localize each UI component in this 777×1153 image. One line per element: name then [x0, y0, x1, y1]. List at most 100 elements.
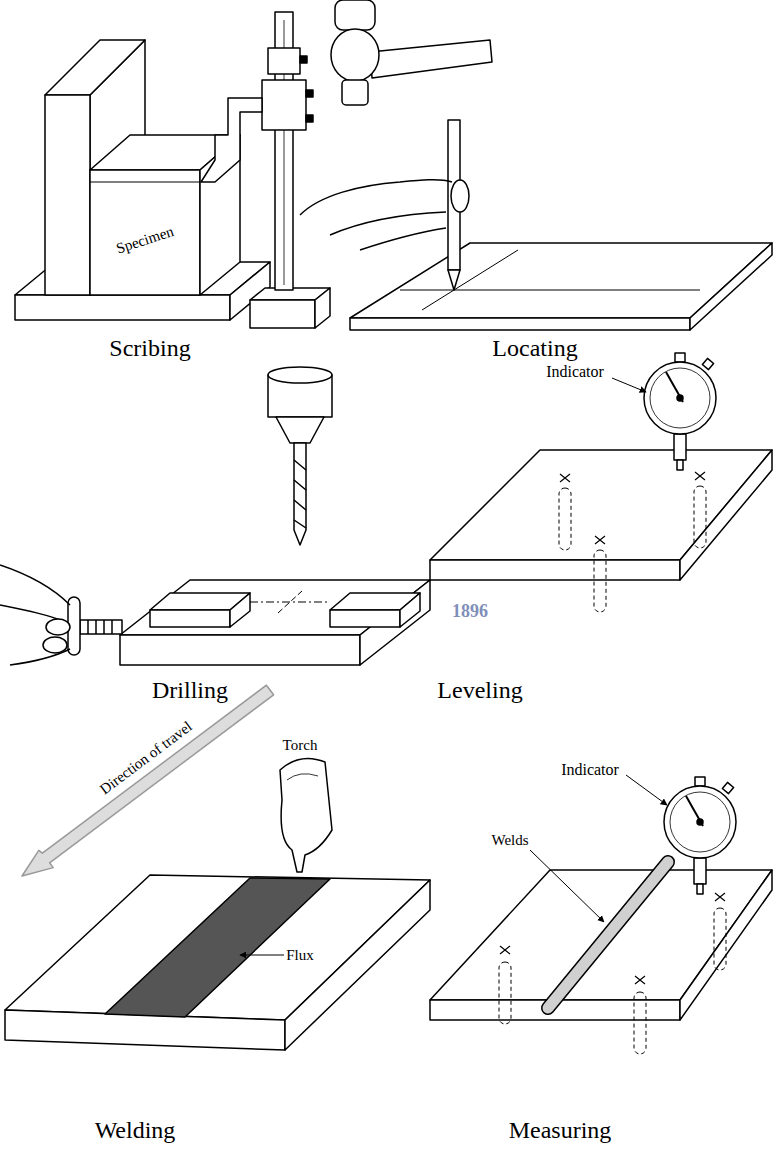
leveling-setup: [430, 560, 680, 580]
part-name: Welds: [490, 832, 529, 849]
drilling-setup: [294, 443, 306, 545]
locating-setup: [448, 270, 460, 290]
leveling-setup: [612, 378, 646, 392]
measuring-setup: [626, 775, 667, 805]
scribing-setup: [45, 40, 145, 95]
locating-setup: [690, 243, 772, 330]
panel-title: Leveling: [436, 677, 523, 703]
drilling-setup: [230, 593, 250, 627]
locating-setup: [300, 0, 772, 330]
drilling-setup: [111, 620, 113, 634]
drilling-setup: [294, 480, 306, 490]
panel-title: Scribing: [108, 335, 191, 361]
measuring-setup: [635, 976, 645, 984]
leveling-setup: [666, 372, 683, 402]
welding-setup: [285, 880, 430, 1050]
measuring-setup: [548, 862, 668, 1008]
drilling-setup: [0, 565, 70, 605]
drilling-setup: [120, 580, 430, 635]
scribing-setup: [15, 12, 330, 328]
locating-setup: [300, 180, 452, 215]
drilling-setup: [400, 593, 420, 627]
drilling-setup: [150, 610, 230, 627]
scribing-setup: [315, 288, 330, 328]
measuring-setup: [499, 962, 511, 1024]
measuring-setup: [530, 850, 604, 922]
measuring-setup: [634, 992, 646, 1054]
leveling-setup: [650, 368, 710, 428]
drilling-setup: [330, 610, 400, 627]
locating-setup: [342, 80, 368, 105]
panel-title: Locating: [491, 335, 578, 361]
welding-setup: [240, 955, 284, 956]
measuring-setup: [686, 796, 703, 826]
measuring-setup: [694, 858, 706, 884]
locating-setup: [422, 250, 518, 310]
leveling-setup: [675, 353, 685, 362]
drilling-setup: [0, 367, 430, 665]
part-name: Flux: [285, 947, 315, 964]
measuring-setup: [664, 777, 736, 894]
welding-setup: [5, 685, 430, 1050]
scribing-setup: [306, 90, 313, 97]
leveling-setup: [430, 353, 772, 612]
panel-title: Measuring: [508, 1117, 613, 1143]
drilling-setup: [46, 619, 70, 635]
welding-setup: [287, 774, 318, 780]
measuring-setup: [697, 819, 703, 825]
drilling-setup: [268, 367, 332, 383]
part-name: Indicator: [545, 363, 605, 381]
leveling-setup: [595, 536, 605, 544]
panel-title: Drilling: [151, 677, 229, 703]
scribing-setup: [201, 98, 262, 182]
drilling-setup: [103, 620, 105, 634]
watermark: 1896: [451, 602, 489, 622]
leveling-setup: [560, 474, 570, 482]
welding-setup: [105, 878, 330, 1017]
measuring-setup: [715, 893, 725, 901]
leveling-setup: [695, 472, 705, 480]
drilling-setup: [43, 637, 67, 653]
scribing-setup: [300, 56, 307, 63]
measuring-setup: [697, 884, 703, 894]
locating-setup: [331, 29, 379, 81]
measuring-setup: [500, 946, 510, 954]
scribing-setup: [250, 300, 315, 328]
drilling-setup: [250, 602, 330, 603]
leveling-setup: [559, 488, 571, 550]
drilling-setup: [278, 591, 302, 613]
leveling-setup: [702, 358, 713, 369]
leveling-setup: [677, 395, 683, 401]
scribing-setup: [262, 80, 306, 130]
locating-setup: [370, 40, 492, 78]
measuring-setup: [664, 786, 736, 858]
drilling-setup: [87, 620, 89, 634]
locating-setup: [335, 0, 375, 30]
measuring-setup: [548, 862, 668, 1008]
scribing-setup: [15, 295, 230, 320]
measuring-setup: [670, 792, 730, 852]
welding-setup: [280, 758, 332, 872]
leveling-setup: [430, 450, 772, 560]
drilling-setup: [80, 620, 122, 634]
drilling-setup: [294, 460, 306, 470]
leveling-setup: [594, 550, 606, 612]
part-name: Indicator: [560, 761, 620, 779]
leveling-setup: [680, 450, 772, 580]
leveling-setup: [644, 362, 716, 434]
locating-setup: [350, 318, 690, 330]
drilling-setup: [294, 520, 306, 528]
scribing-setup: [268, 48, 300, 74]
measuring-setup: [680, 870, 772, 1020]
drilling-setup: [294, 500, 306, 510]
locating-setup: [451, 180, 469, 212]
drilling-setup: [95, 620, 97, 634]
locating-setup: [400, 290, 700, 291]
measuring-setup: [722, 782, 733, 793]
panel-title: Welding: [94, 1117, 177, 1143]
drilling-setup: [120, 635, 360, 665]
leveling-setup: [677, 460, 683, 470]
welding-setup: [22, 685, 274, 876]
